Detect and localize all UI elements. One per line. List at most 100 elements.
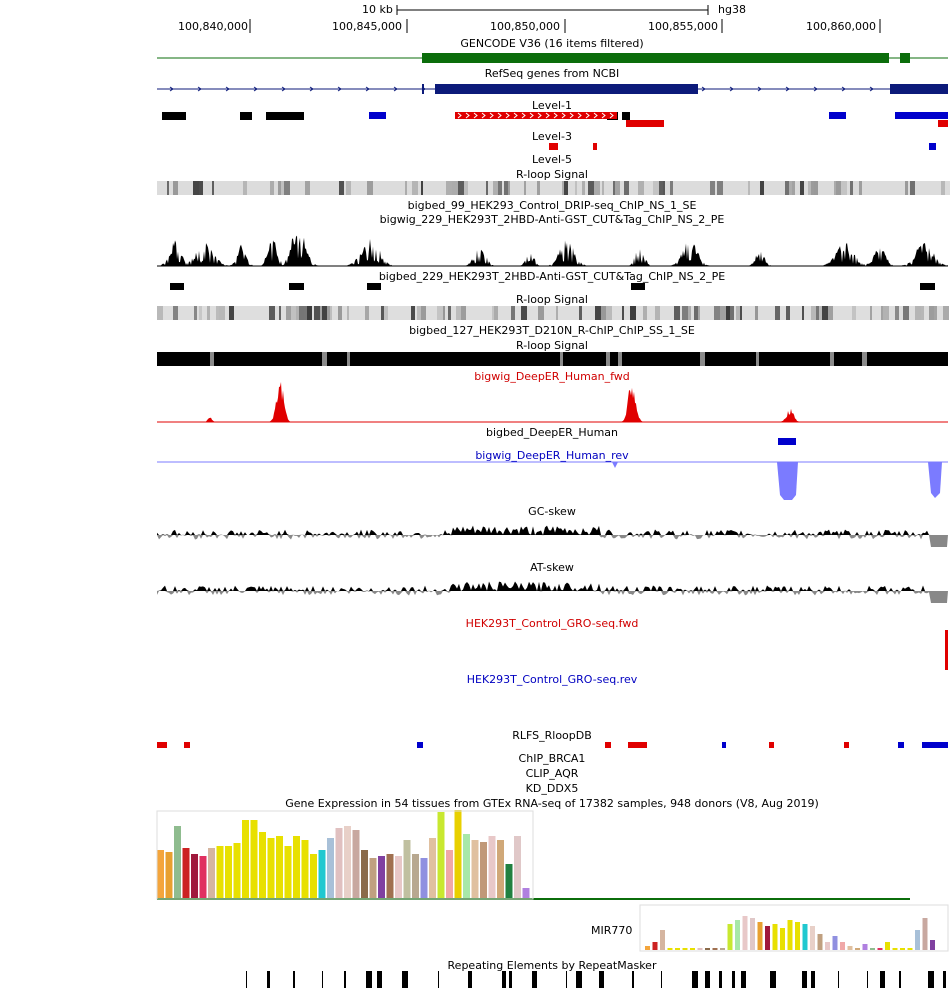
rloop-signal-strip-2 bbox=[417, 306, 421, 320]
rloop-signal-strip-2 bbox=[492, 306, 494, 320]
track-label-refseq[interactable]: RefSeq genes from NCBI bbox=[484, 67, 620, 80]
rloop-signal-strip-2 bbox=[320, 306, 322, 320]
mir770-tissue-bar bbox=[930, 940, 935, 950]
rloop-signal-strip-2 bbox=[691, 306, 694, 320]
rloop-signal-strip-2 bbox=[734, 306, 736, 320]
track-label-gro-rev[interactable]: HEK293T_Control_GRO-seq.rev bbox=[466, 673, 638, 686]
rloop-signal-strip-2 bbox=[790, 306, 796, 320]
refseq-strand-arrow bbox=[337, 86, 342, 92]
rloop-signal-strip-2 bbox=[181, 306, 186, 320]
rlfs-feature-rev bbox=[722, 742, 726, 748]
rloop-signal-strip-1 bbox=[800, 181, 804, 195]
rloop-signal-strip-2 bbox=[351, 306, 356, 320]
track-label-cuttag-wig[interactable]: bigwig_229_HEK293T_2HBD-Anti-GST_CUT&Tag… bbox=[379, 213, 725, 226]
rloop-signal-strip-2 bbox=[299, 306, 304, 320]
track-label-level3[interactable]: Level-3 bbox=[531, 130, 573, 143]
mir770-tissue-bar bbox=[855, 948, 860, 950]
rloop-signal-strip-2 bbox=[369, 306, 372, 320]
rloop-signal-strip-1 bbox=[305, 181, 310, 195]
ruler-position-4: 100,855,000 bbox=[648, 20, 718, 33]
d210n-gap bbox=[756, 352, 759, 366]
track-label-deeper-fwd[interactable]: bigwig_DeepER_Human_fwd bbox=[474, 370, 630, 383]
track-label-drip[interactable]: bigbed_99_HEK293_Control_DRIP-seq_ChIP_N… bbox=[407, 199, 697, 212]
track-label-brca1[interactable]: ChIP_BRCA1 bbox=[518, 752, 586, 765]
track-label-level5[interactable]: Level-5 bbox=[531, 153, 573, 166]
rloop-signal-strip-2 bbox=[503, 306, 507, 320]
rloop-signal-strip-1 bbox=[346, 181, 351, 195]
rloop-signal-strip-2 bbox=[307, 306, 312, 320]
rloop-signal-strip-2 bbox=[511, 306, 515, 320]
level1-arrow bbox=[609, 112, 614, 119]
rloop-signal-strip-1 bbox=[442, 181, 446, 195]
gtex-tissue-bar bbox=[233, 843, 241, 898]
deeper-bed-feature bbox=[778, 438, 796, 445]
track-label-aqr[interactable]: CLIP_AQR bbox=[525, 767, 579, 780]
rloop-signal-strip-1 bbox=[575, 181, 577, 195]
rloop-signal-strip-1 bbox=[380, 181, 382, 195]
track-label-gtex[interactable]: Gene Expression in 54 tissues from GTEx … bbox=[285, 797, 819, 810]
rloop-signal-strip-1 bbox=[510, 181, 513, 195]
rloop-signal-strip-2 bbox=[247, 306, 249, 320]
rloop-signal-strip-2 bbox=[662, 306, 664, 320]
track-label-level1[interactable]: Level-1 bbox=[531, 99, 573, 112]
gtex-tissue-bar bbox=[361, 850, 368, 898]
rloop-signal-strip-1 bbox=[900, 181, 905, 195]
track-label-ddx5[interactable]: KD_DDX5 bbox=[525, 782, 579, 795]
rloop-signal-strip-1 bbox=[316, 181, 319, 195]
rloop-signal-strip-2 bbox=[349, 306, 351, 320]
track-label-repeatmasker[interactable]: Repeating Elements by RepeatMasker bbox=[447, 959, 657, 972]
rloop-signal-strip-1 bbox=[808, 181, 811, 195]
rlfs-feature-fwd bbox=[605, 742, 611, 748]
rloop-signal-strip-2 bbox=[431, 306, 437, 320]
rloop-signal-strip-1 bbox=[941, 181, 945, 195]
level1-arrow bbox=[489, 112, 494, 119]
track-label-rloop-signal-2[interactable]: R-loop Signal bbox=[516, 293, 588, 306]
rloop-signal-strip-1 bbox=[682, 181, 685, 195]
track-label-gro-fwd[interactable]: HEK293T_Control_GRO-seq.fwd bbox=[465, 617, 639, 630]
rloop-signal-strip-2 bbox=[456, 306, 461, 320]
rloop-signal-strip-1 bbox=[537, 181, 540, 195]
refseq-strand-arrow bbox=[729, 86, 734, 92]
rloop-signal-strip-2 bbox=[601, 306, 606, 320]
rloop-signal-strip-2 bbox=[804, 306, 809, 320]
gc-skew-signal-positive bbox=[157, 525, 948, 535]
rloop-signal-strip-1 bbox=[464, 181, 468, 195]
track-label-rloop-signal-3[interactable]: R-loop Signal bbox=[516, 339, 588, 352]
rloop-signal-strip-1 bbox=[531, 181, 537, 195]
track-label-d210n[interactable]: bigbed_127_HEK293T_D210N_R-ChIP_ChIP_SS_… bbox=[409, 324, 695, 337]
level1-feature-fwd bbox=[626, 120, 664, 127]
rloop-signal-strip-2 bbox=[445, 306, 448, 320]
track-label-gc-skew[interactable]: GC-skew bbox=[528, 505, 576, 518]
mir770-tissue-bar bbox=[922, 918, 928, 950]
track-label-cuttag-bed[interactable]: bigbed_229_HEK293T_2HBD-Anti-GST_CUT&Tag… bbox=[378, 270, 726, 283]
rloop-signal-strip-1 bbox=[203, 181, 207, 195]
rlfs-feature-fwd bbox=[769, 742, 774, 748]
track-label-rloop-signal-1[interactable]: R-loop Signal bbox=[516, 168, 588, 181]
cuttag-wiggle bbox=[157, 235, 948, 266]
rloop-signal-strip-1 bbox=[240, 181, 243, 195]
rloop-signal-strip-1 bbox=[853, 181, 859, 195]
rloop-signal-strip-1 bbox=[182, 181, 187, 195]
mir770-tissue-bar bbox=[742, 916, 748, 950]
repeat-element bbox=[402, 971, 408, 988]
track-label-mir770[interactable]: MIR770 bbox=[591, 924, 633, 937]
track-label-gencode[interactable]: GENCODE V36 (16 items filtered) bbox=[460, 37, 644, 50]
track-label-at-skew[interactable]: AT-skew bbox=[530, 561, 574, 574]
rloop-signal-strip-1 bbox=[458, 181, 464, 195]
rloop-signal-strip-1 bbox=[748, 181, 750, 195]
mir770-tissue-bar bbox=[885, 942, 890, 950]
mir770-tissue-bar bbox=[810, 926, 815, 950]
rloop-signal-strip-1 bbox=[919, 181, 925, 195]
rloop-signal-strip-1 bbox=[737, 181, 739, 195]
rloop-signal-strip-1 bbox=[636, 181, 638, 195]
track-label-deeper-rev[interactable]: bigwig_DeepER_Human_rev bbox=[475, 449, 629, 462]
mir770-tissue-bar bbox=[660, 930, 665, 950]
rloop-signal-strip-1 bbox=[644, 181, 648, 195]
rloop-signal-strip-1 bbox=[917, 181, 919, 195]
track-label-deeper-bed[interactable]: bigbed_DeepER_Human bbox=[485, 426, 619, 439]
rloop-signal-strip-1 bbox=[678, 181, 680, 195]
track-label-rlfs[interactable]: RLFS_RloopDB bbox=[512, 729, 592, 742]
repeat-element bbox=[468, 971, 472, 988]
rloop-signal-strip-2 bbox=[372, 306, 374, 320]
